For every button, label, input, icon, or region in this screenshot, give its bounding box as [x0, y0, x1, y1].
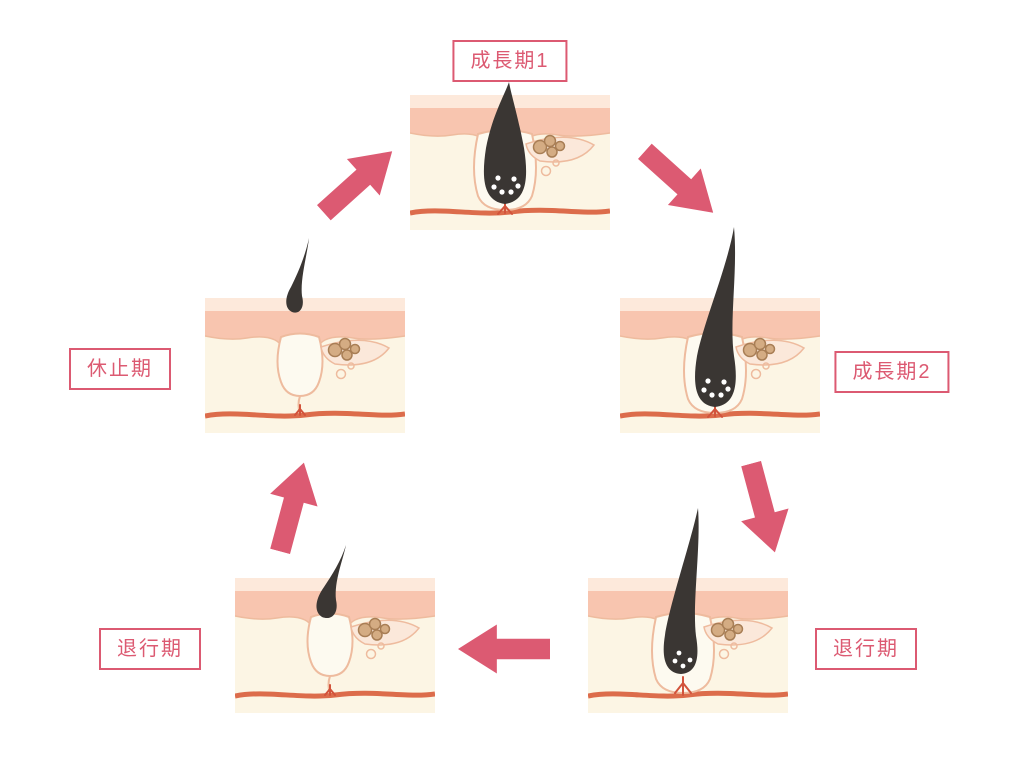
arrow-catagen-to-telogen — [256, 456, 328, 558]
stage-label-catagen-right: 退行期 — [815, 628, 917, 670]
hair-telogen — [286, 238, 309, 313]
hair-catagen — [663, 508, 699, 674]
illustration-growth-1 — [410, 20, 610, 230]
illustration-telogen — [205, 223, 405, 433]
stage-label-growth-2: 成長期2 — [834, 351, 950, 393]
illustration-catagen-right — [588, 503, 788, 713]
arrow-catagen-to-catagen-left — [458, 624, 550, 674]
illustration-growth-2 — [620, 223, 820, 433]
skin-cross-section-catagen-left — [235, 545, 435, 713]
hair-anagen-short — [483, 82, 527, 204]
hair-anagen-long — [695, 227, 736, 407]
skin-cross-section-growth-1 — [410, 82, 610, 230]
stage-label-telogen: 休止期 — [69, 348, 171, 390]
skin-cross-section-growth-2 — [620, 227, 820, 433]
stage-label-growth-1: 成長期1 — [452, 40, 568, 82]
stage-label-catagen-left: 退行期 — [99, 628, 201, 670]
hair-club — [316, 545, 346, 619]
arrow-telogen-to-growth1 — [307, 133, 409, 232]
arrow-growth1-to-growth2 — [628, 133, 730, 232]
skin-cross-section-catagen-right — [588, 508, 788, 713]
skin-cross-section-telogen — [205, 238, 405, 433]
arrow-growth2-to-catagen — [727, 457, 799, 559]
illustration-catagen-left — [235, 503, 435, 713]
